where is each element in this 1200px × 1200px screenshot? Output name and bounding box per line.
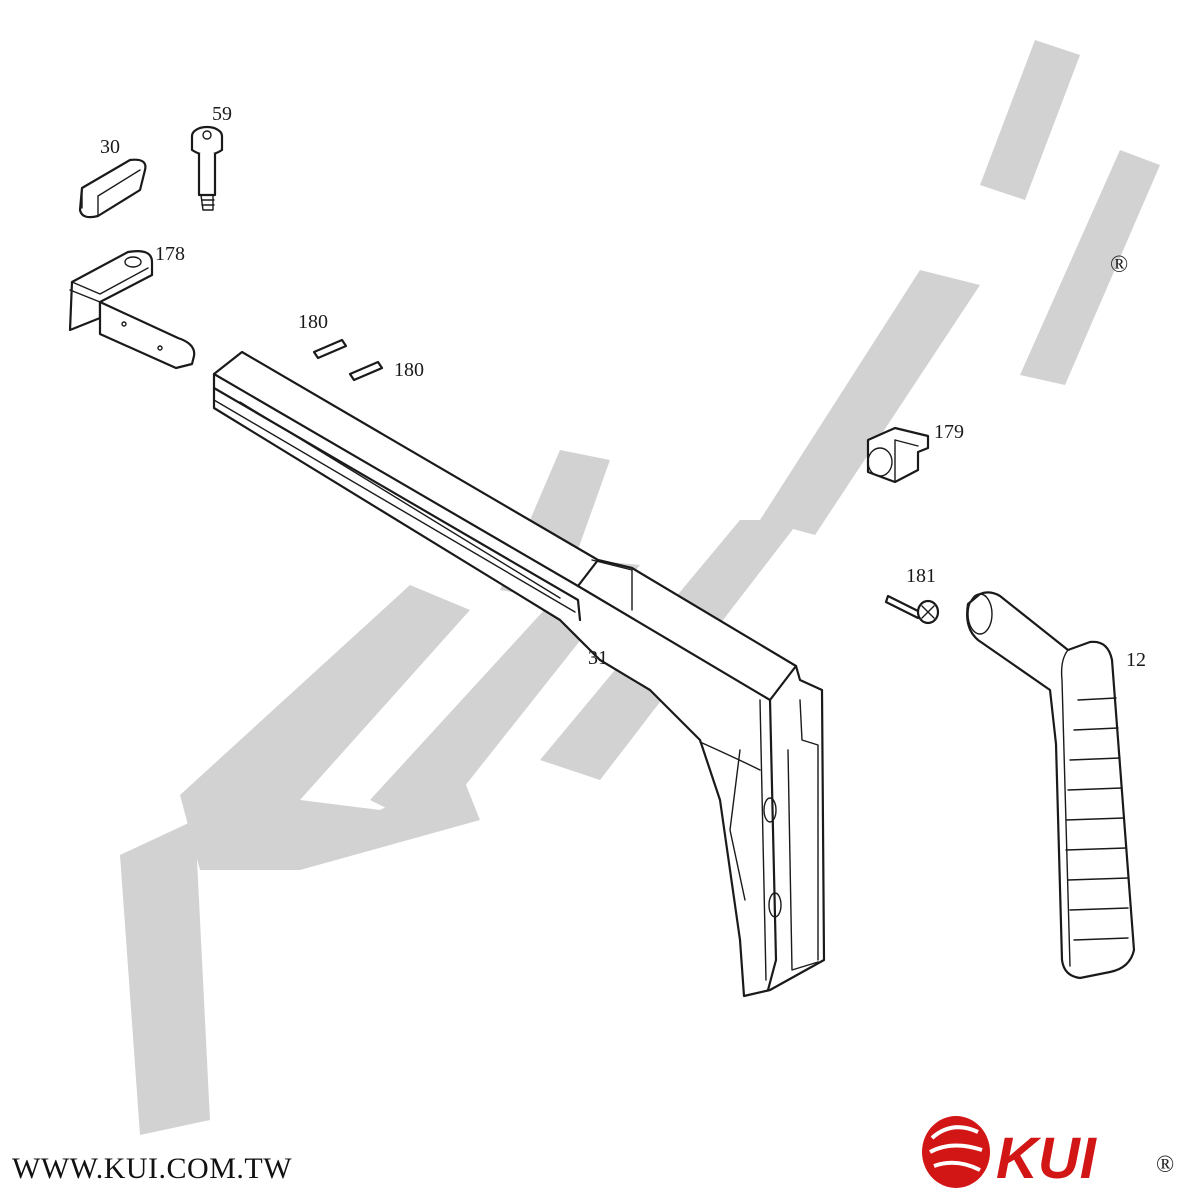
part-31-folding-stock [212, 350, 826, 998]
part-180-pin-upper [312, 338, 348, 360]
part-label-12: 12 [1126, 649, 1146, 671]
part-label-180-lower: 180 [394, 359, 424, 381]
part-label-181: 181 [906, 565, 936, 587]
registered-mark: ® [1110, 252, 1128, 278]
part-59-screw [190, 125, 224, 211]
brand-registered-mark: ® [1156, 1152, 1174, 1178]
part-label-59: 59 [212, 103, 232, 125]
part-12-butt-plate [966, 591, 1136, 980]
grip-ribs [1065, 697, 1129, 941]
part-label-178: 178 [155, 243, 185, 265]
lion-emblem-icon [922, 1116, 990, 1188]
part-label-179: 179 [934, 421, 964, 443]
website-url[interactable]: WWW.KUI.COM.TW [12, 1152, 293, 1185]
part-180-pin-lower [348, 360, 384, 382]
brand-wordmark: KUI [996, 1126, 1098, 1191]
part-181-screw [884, 594, 940, 625]
part-179-catch [866, 426, 930, 484]
kui-logo: KUI ® [922, 1116, 1174, 1191]
part-label-30: 30 [100, 136, 120, 158]
part-178-hinge-bracket [68, 250, 196, 370]
part-label-180-upper: 180 [298, 311, 328, 333]
part-30-wedge [78, 158, 147, 219]
part-label-31: 31 [588, 647, 608, 669]
